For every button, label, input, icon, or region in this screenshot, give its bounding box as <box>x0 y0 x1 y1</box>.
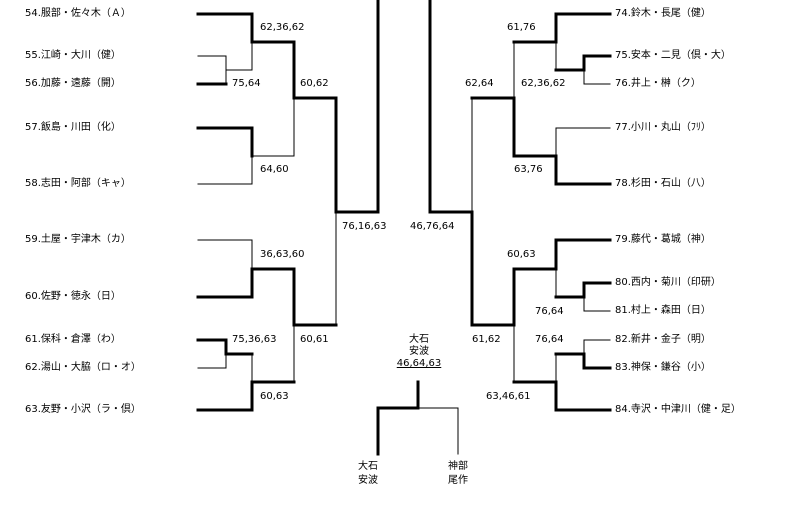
score-right-qf-a: 62,64 <box>465 78 494 89</box>
champion-name-2: 安波 <box>409 346 429 357</box>
right-player-83: 83.神保・鎌谷（小） <box>615 362 711 373</box>
right-player-78: 78.杉田・石山（八） <box>615 178 711 189</box>
right-player-82: 82.新井・金子（明） <box>615 334 711 345</box>
finalist-right-name-1: 神部 <box>448 461 468 472</box>
champion-name-1: 大石 <box>409 334 429 345</box>
score-left-qf-a: 60,62 <box>300 78 329 89</box>
score-right-r1-a: 62,36,62 <box>521 78 566 89</box>
finalist-left-name-2: 安波 <box>358 475 378 486</box>
right-player-84: 84.寺沢・中津川（健・足） <box>615 404 741 415</box>
score-left-sf: 76,16,63 <box>342 221 387 232</box>
score-left-qf-b: 60,61 <box>300 334 329 345</box>
finalist-right-name-2: 尾作 <box>448 475 468 486</box>
left-player-59: 59.土屋・宇津木（カ） <box>25 234 131 245</box>
left-player-63: 63.友野・小沢（ラ・倶） <box>25 404 141 415</box>
left-player-58: 58.志田・阿部（キャ） <box>25 178 131 189</box>
score-left-r1-a: 75,64 <box>232 78 261 89</box>
right-player-74: 74.鈴木・長尾（健） <box>615 8 711 19</box>
right-player-77: 77.小川・丸山（ﾌﾘ） <box>615 122 711 133</box>
score-right-r2-c: 60,63 <box>507 249 536 260</box>
finalist-right: 神部 尾作 <box>441 460 475 488</box>
left-player-62: 62.湯山・大脇（ロ・オ） <box>25 362 141 373</box>
left-player-54: 54.服部・佐々木（Ａ） <box>25 8 131 19</box>
score-left-r2-b: 64,60 <box>260 164 289 175</box>
score-right-r2-d: 63,46,61 <box>486 391 531 402</box>
left-player-56: 56.加藤・遠藤（開） <box>25 78 121 89</box>
score-right-r2-b: 63,76 <box>514 164 543 175</box>
left-player-55: 55.江崎・大川（健） <box>25 50 121 61</box>
score-right-r1-c: 76,64 <box>535 334 564 345</box>
finalist-left-name-1: 大石 <box>358 461 378 472</box>
left-player-61: 61.保科・倉澤（わ） <box>25 334 121 345</box>
score-right-r2-a: 61,76 <box>507 22 536 33</box>
left-player-60: 60.佐野・徳永（日） <box>25 291 121 302</box>
finalist-left: 大石 安波 <box>351 460 385 488</box>
right-player-81: 81.村上・森田（日） <box>615 305 711 316</box>
right-player-80: 80.西内・菊川（印研） <box>615 277 721 288</box>
score-right-qf-b: 61,62 <box>472 334 501 345</box>
right-player-76: 76.井上・榊（ク） <box>615 78 701 89</box>
score-right-sf: 46,76,64 <box>410 221 455 232</box>
right-player-79: 79.藤代・葛城（神） <box>615 234 711 245</box>
score-left-r2-d: 60,63 <box>260 391 289 402</box>
score-left-r2-c: 36,63,60 <box>260 249 305 260</box>
left-player-57: 57.飯島・川田（化） <box>25 122 121 133</box>
right-player-75: 75.安本・二見（倶・大） <box>615 50 731 61</box>
score-right-r1-b: 76,64 <box>535 306 564 317</box>
score-left-r2-a: 62,36,62 <box>260 22 305 33</box>
champion-box: 大石 安波 46,64,63 <box>382 334 456 370</box>
score-left-r1-b: 75,36,63 <box>232 334 277 345</box>
final-score: 46,64,63 <box>396 358 442 369</box>
